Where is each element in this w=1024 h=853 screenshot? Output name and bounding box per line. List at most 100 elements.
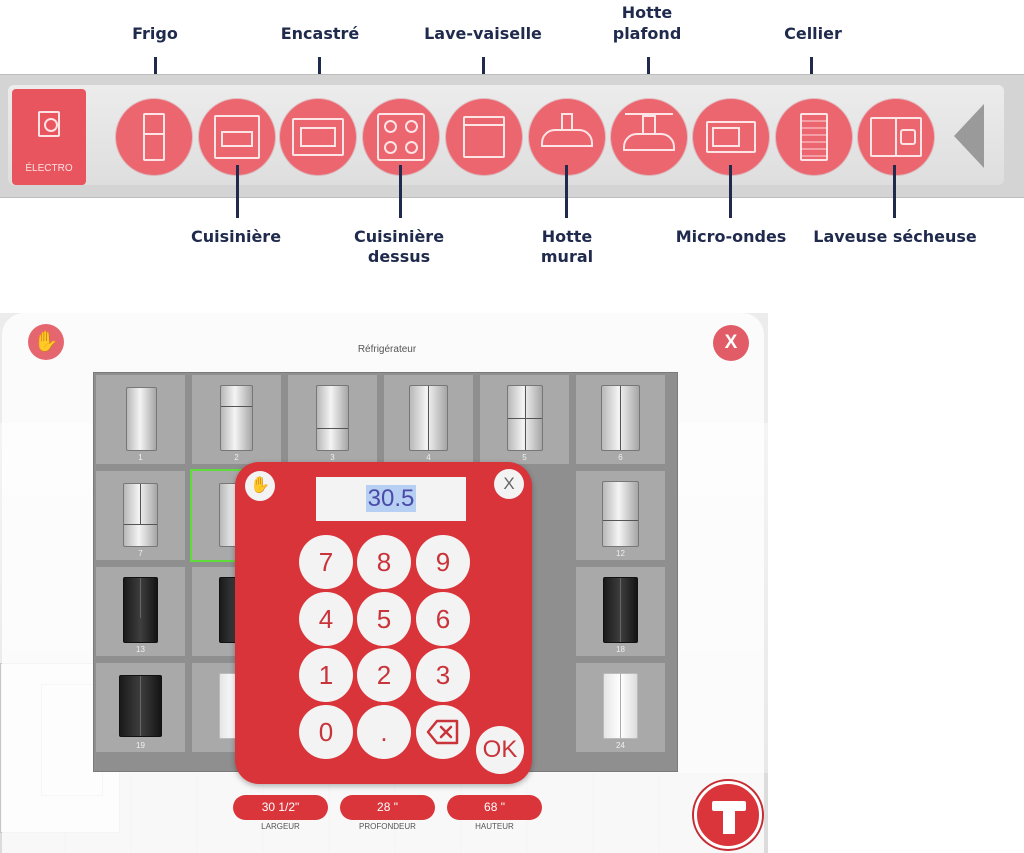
wall-hood-canopy bbox=[541, 129, 593, 147]
annotation-hotte-plafond-line1: Hotte bbox=[621, 3, 673, 22]
annotation-laveuse-secheuse: Laveuse sécheuse bbox=[813, 227, 977, 246]
category-washer-dryer-button[interactable] bbox=[858, 99, 934, 175]
product-number: 7 bbox=[138, 549, 143, 558]
leader-line-laveuse-secheuse bbox=[893, 165, 896, 218]
category-range-button[interactable] bbox=[199, 99, 275, 175]
product-number: 4 bbox=[426, 453, 431, 462]
washer-dryer-divider bbox=[895, 117, 897, 157]
cooktop-burner bbox=[405, 120, 418, 133]
key-6[interactable]: 6 bbox=[416, 592, 470, 646]
fridge-thumbnail bbox=[123, 483, 158, 547]
appliance-icon bbox=[38, 111, 60, 137]
product-number: 13 bbox=[136, 645, 145, 654]
key-1[interactable]: 1 bbox=[299, 648, 353, 702]
product-number: 5 bbox=[522, 453, 527, 462]
fridge-thumbnail bbox=[409, 385, 448, 451]
product-number: 6 bbox=[618, 453, 623, 462]
fridge-divider bbox=[143, 133, 165, 135]
key-3[interactable]: 3 bbox=[416, 648, 470, 702]
key-decimal[interactable]: . bbox=[357, 705, 411, 759]
fridge-thumbnail bbox=[126, 387, 157, 451]
wall-oven-window bbox=[300, 127, 336, 147]
product-cell[interactable]: 12 bbox=[576, 471, 665, 560]
product-number: 18 bbox=[616, 645, 625, 654]
key-2[interactable]: 2 bbox=[357, 648, 411, 702]
leader-line-cuisiniere bbox=[236, 165, 239, 218]
leader-line-micro-ondes bbox=[729, 165, 732, 218]
product-cell[interactable]: 4 bbox=[384, 375, 473, 464]
backspace-button[interactable] bbox=[416, 705, 470, 759]
depth-field[interactable]: 28 " bbox=[340, 795, 435, 820]
backspace-icon bbox=[426, 719, 459, 745]
product-cell[interactable]: 6 bbox=[576, 375, 665, 464]
hand-icon[interactable]: ✋ bbox=[28, 324, 64, 360]
key-9[interactable]: 9 bbox=[416, 535, 470, 589]
logo-t-top bbox=[712, 801, 746, 811]
annotation-frigo: Frigo bbox=[132, 24, 178, 43]
product-cell[interactable]: 1 bbox=[96, 375, 185, 464]
width-field[interactable]: 30 1/2" bbox=[233, 795, 328, 820]
product-grid: 1 2 3 4 5 6 7 12 13 18 bbox=[93, 372, 678, 772]
product-cell[interactable]: 2 bbox=[192, 375, 281, 464]
height-label: HAUTEUR bbox=[475, 822, 514, 831]
dishwasher-handle bbox=[463, 124, 505, 126]
fridge-thumbnail bbox=[123, 577, 158, 643]
fridge-thumbnail bbox=[602, 481, 639, 547]
electro-category-button[interactable]: ÉLECTRO bbox=[12, 89, 86, 185]
annotation-micro-ondes: Micro-ondes bbox=[675, 227, 787, 246]
ok-button[interactable]: OK bbox=[476, 726, 524, 774]
logo-t-stem bbox=[723, 808, 735, 834]
product-number: 3 bbox=[330, 453, 335, 462]
depth-label: PROFONDEUR bbox=[359, 822, 416, 831]
cooktop-burner bbox=[384, 120, 397, 133]
annotation-cuisiniere-dessus-line2: dessus bbox=[367, 247, 431, 266]
wall-hood-icon bbox=[561, 113, 573, 129]
key-7[interactable]: 7 bbox=[299, 535, 353, 589]
dishwasher-icon bbox=[463, 116, 505, 158]
category-microwave-button[interactable] bbox=[693, 99, 769, 175]
hand-icon[interactable]: ✋ bbox=[245, 471, 275, 501]
leader-line-hotte-mural bbox=[565, 165, 568, 218]
width-label: LARGEUR bbox=[261, 822, 300, 831]
category-dishwasher-button[interactable] bbox=[446, 99, 522, 175]
category-ceiling-hood-button[interactable] bbox=[611, 99, 687, 175]
key-8[interactable]: 8 bbox=[357, 535, 411, 589]
fridge-icon bbox=[143, 113, 165, 161]
fridge-thumbnail bbox=[119, 675, 162, 737]
toolbar-scroll-left-arrow[interactable] bbox=[954, 104, 984, 168]
category-fridge-button[interactable] bbox=[116, 99, 192, 175]
cooktop-burner bbox=[405, 141, 418, 154]
category-wall-oven-button[interactable] bbox=[280, 99, 356, 175]
close-dialog-button[interactable]: X bbox=[713, 325, 749, 361]
range-icon bbox=[214, 115, 260, 159]
ceiling-hood-icon bbox=[625, 113, 673, 115]
fridge-thumbnail bbox=[507, 385, 543, 451]
height-field[interactable]: 68 " bbox=[447, 795, 542, 820]
range-oven-window bbox=[221, 131, 253, 147]
product-cell[interactable]: 7 bbox=[96, 471, 185, 560]
annotation-encastre: Encastré bbox=[280, 24, 360, 43]
category-wall-hood-button[interactable] bbox=[529, 99, 605, 175]
keypad-display[interactable]: 30.5 bbox=[316, 477, 466, 521]
keypad-close-button[interactable]: X bbox=[494, 469, 524, 499]
key-0[interactable]: 0 bbox=[299, 705, 353, 759]
annotation-cuisiniere: Cuisinière bbox=[190, 227, 282, 246]
product-cell[interactable]: 24 bbox=[576, 663, 665, 752]
cooktop-icon bbox=[377, 113, 425, 161]
product-number: 2 bbox=[234, 453, 239, 462]
product-cell[interactable]: 3 bbox=[288, 375, 377, 464]
electro-label: ÉLECTRO bbox=[25, 163, 73, 174]
brand-logo[interactable] bbox=[694, 781, 762, 849]
keypad-value: 30.5 bbox=[365, 485, 417, 512]
dialog-title: Réfrigérateur bbox=[357, 344, 417, 355]
category-cooktop-button[interactable] bbox=[363, 99, 439, 175]
product-cell[interactable]: 18 bbox=[576, 567, 665, 656]
key-4[interactable]: 4 bbox=[299, 592, 353, 646]
product-cell[interactable]: 19 bbox=[96, 663, 185, 752]
fridge-thumbnail bbox=[601, 385, 640, 451]
category-wine-cellar-button[interactable] bbox=[776, 99, 852, 175]
key-5[interactable]: 5 bbox=[357, 592, 411, 646]
product-cell[interactable]: 5 bbox=[480, 375, 569, 464]
annotation-hotte-mural-line1: Hotte bbox=[541, 227, 593, 246]
product-cell[interactable]: 13 bbox=[96, 567, 185, 656]
